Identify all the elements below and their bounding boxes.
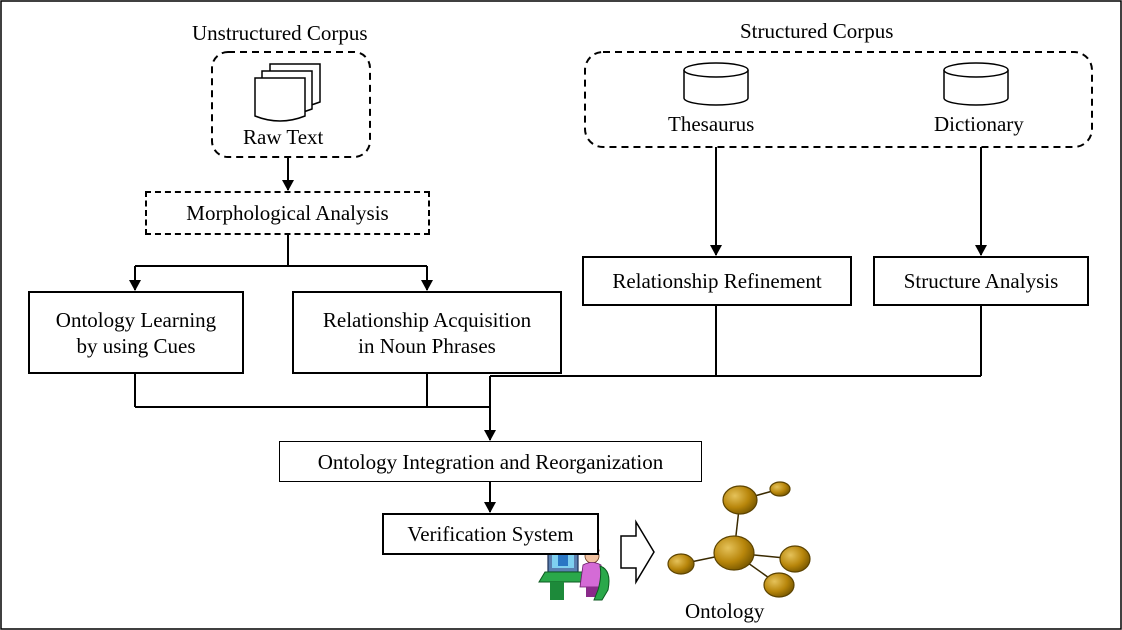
ontology-learning-line1: Ontology Learning xyxy=(55,307,217,332)
unstructured-corpus-title: Unstructured Corpus xyxy=(192,21,368,45)
relationship-acquisition-box: Relationship Acquisition in Noun Phrases xyxy=(292,291,562,374)
raw-text-icon xyxy=(254,63,321,122)
structured-corpus-title: Structured Corpus xyxy=(740,19,894,43)
relationship-refinement-label: Relationship Refinement xyxy=(612,269,822,293)
verification-system-box: Verification System xyxy=(382,513,599,555)
ontology-integration-box: Ontology Integration and Reorganization xyxy=(279,441,702,482)
ontology-integration-label: Ontology Integration and Reorganization xyxy=(317,449,664,474)
structure-analysis-label: Structure Analysis xyxy=(903,269,1059,293)
relationship-acquisition-line2: in Noun Phrases xyxy=(358,333,496,358)
output-arrow-icon xyxy=(620,519,655,585)
structure-analysis-box: Structure Analysis xyxy=(873,256,1089,306)
thesaurus-cylinder-icon xyxy=(683,62,749,106)
relationship-acquisition-line1: Relationship Acquisition xyxy=(322,307,532,332)
verification-system-label: Verification System xyxy=(407,522,574,546)
dictionary-label: Dictionary xyxy=(934,112,1024,136)
morphological-analysis-label: Morphological Analysis xyxy=(186,201,389,225)
structured-corpus-container xyxy=(584,51,1093,148)
ontology-graph-icon xyxy=(667,481,811,598)
raw-text-label: Raw Text xyxy=(243,125,324,149)
dictionary-cylinder-icon xyxy=(943,62,1009,106)
unstructured-corpus-container xyxy=(211,51,371,158)
thesaurus-label: Thesaurus xyxy=(668,112,755,136)
ontology-label: Ontology xyxy=(685,599,765,623)
ontology-learning-line2: by using Cues xyxy=(76,333,196,358)
morphological-analysis-box: Morphological Analysis xyxy=(145,191,430,235)
ontology-learning-box: Ontology Learning by using Cues xyxy=(28,291,244,374)
relationship-refinement-box: Relationship Refinement xyxy=(582,256,852,306)
